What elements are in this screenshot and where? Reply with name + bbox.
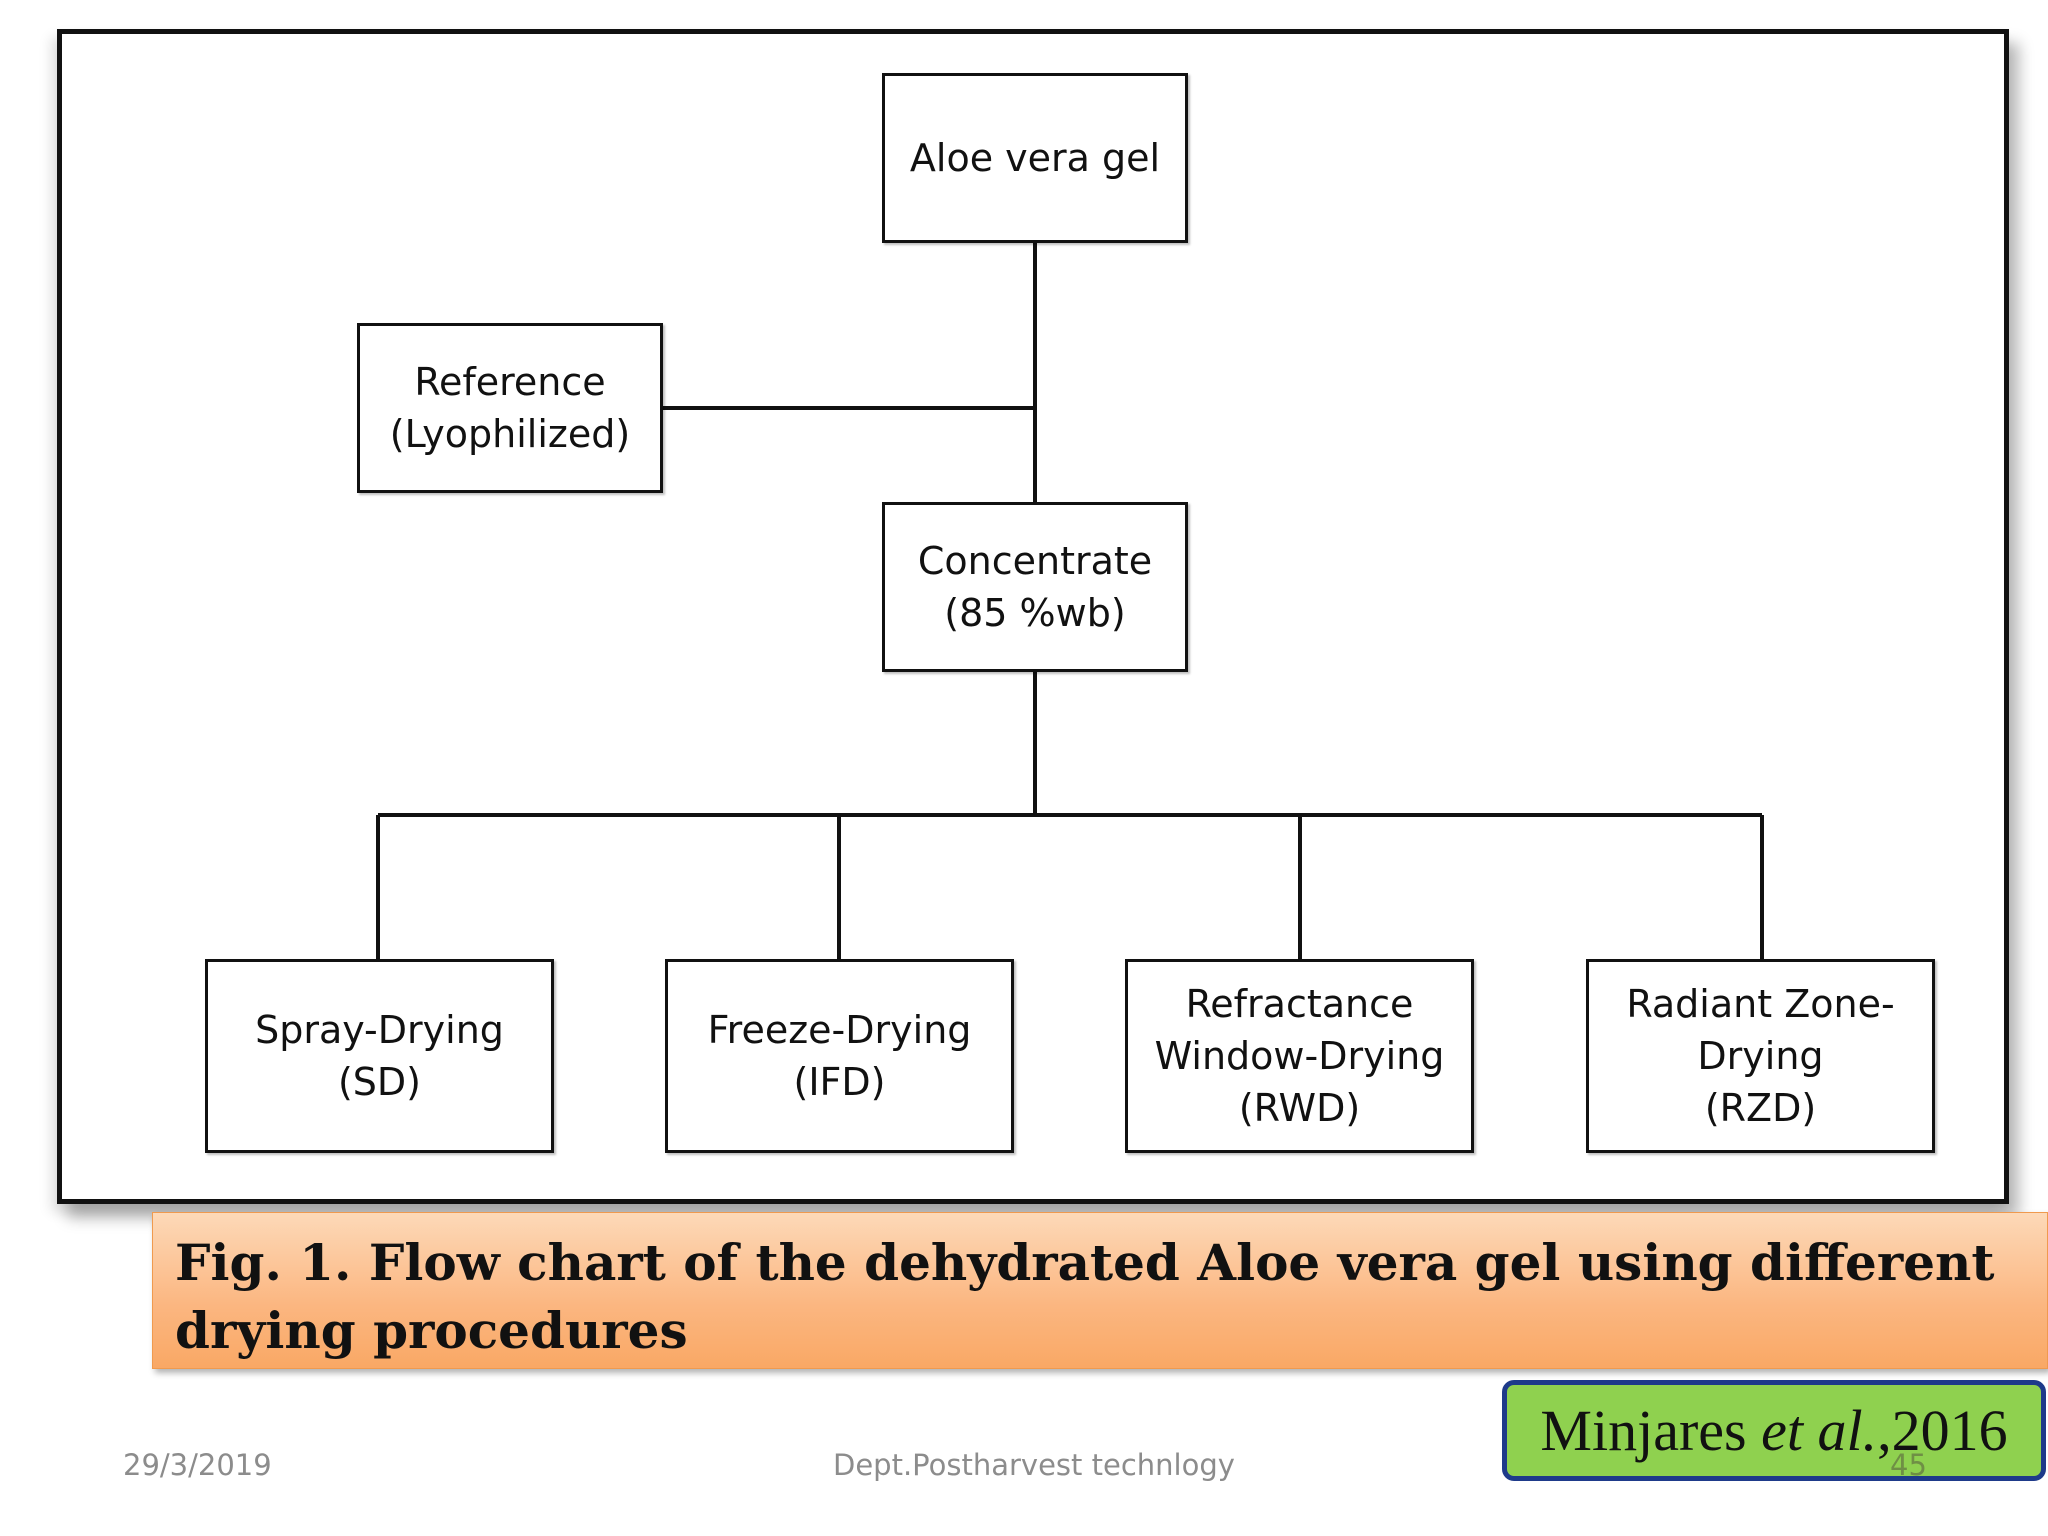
node-label: Window-Drying (1154, 1034, 1445, 1078)
node-concentrate: Concentrate (85 %wb) (882, 502, 1188, 672)
node-label: (RZD) (1704, 1086, 1817, 1130)
node-radiant-zone-drying: Radiant Zone- Drying (RZD) (1586, 959, 1935, 1153)
citation-year: ,2016 (1877, 1398, 2008, 1463)
node-label: (Lyophilized) (389, 412, 631, 456)
figure-caption: Fig. 1. Flow chart of the dehydrated Alo… (152, 1212, 2048, 1369)
node-label: Drying (1697, 1034, 1824, 1078)
footer-page-number: 45 (1890, 1448, 1927, 1482)
node-label: Reference (414, 360, 606, 404)
node-label: (RWD) (1238, 1086, 1361, 1130)
node-freeze-drying: Freeze-Drying (IFD) (665, 959, 1014, 1153)
node-label: (85 %wb) (944, 591, 1126, 635)
node-label: Concentrate (917, 539, 1153, 583)
node-label: (IFD) (793, 1060, 886, 1104)
node-label: (SD) (337, 1060, 422, 1104)
node-label: Radiant Zone- (1626, 982, 1895, 1026)
node-label: Freeze-Drying (707, 1008, 972, 1052)
citation-etal: et al. (1761, 1398, 1878, 1463)
citation-author: Minjares (1540, 1398, 1747, 1463)
citation-box: Minjares et al.,2016 (1502, 1380, 2046, 1481)
footer-department: Dept.Postharvest technlogy (833, 1448, 1235, 1482)
node-refractance-window-drying: Refractance Window-Drying (RWD) (1125, 959, 1474, 1153)
node-aloe-vera-gel: Aloe vera gel (882, 73, 1188, 243)
node-label: Aloe vera gel (909, 136, 1161, 180)
node-reference: Reference (Lyophilized) (357, 323, 663, 493)
node-spray-drying: Spray-Drying (SD) (205, 959, 554, 1153)
node-label: Refractance (1185, 982, 1414, 1026)
node-label: Spray-Drying (255, 1008, 504, 1052)
footer-date: 29/3/2019 (123, 1448, 272, 1482)
